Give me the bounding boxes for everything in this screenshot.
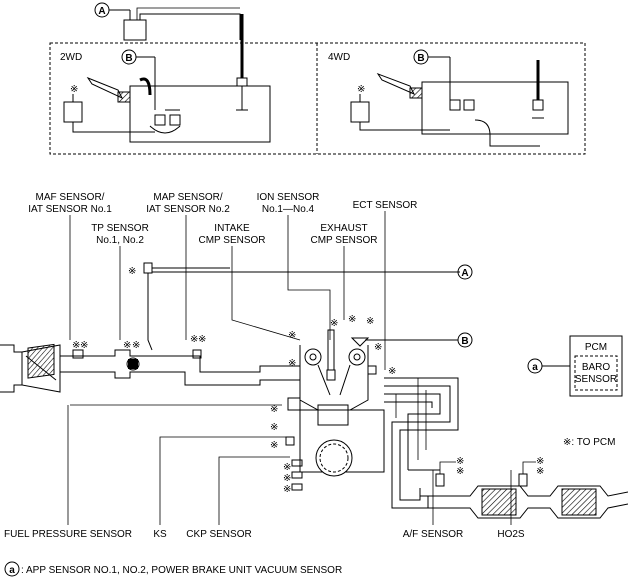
crank-pulley	[315, 439, 353, 477]
leader-lines	[67, 211, 512, 525]
intake-cmp-sensor-label: CMP SENSOR	[198, 235, 265, 246]
svg-text:※: ※	[456, 456, 464, 467]
to-pcm-legend: ※: TO PCM	[563, 437, 615, 448]
af-sensor-label: A/F SENSOR	[403, 529, 464, 540]
svg-text:※: ※	[357, 84, 365, 95]
inset-2wd-label: 2WD	[60, 52, 82, 63]
engine-assembly: ※ ※ ※ ※ ※ ※ ※ A B ※ ※ ※	[0, 262, 628, 519]
svg-text:※: ※	[283, 462, 291, 473]
inset-2wd-schematic: B ※	[63, 49, 271, 143]
inset-4wd-label: 4WD	[328, 52, 350, 63]
svg-text:※: ※	[270, 440, 278, 451]
svg-text:B: B	[461, 336, 468, 347]
svg-text:※: ※	[536, 466, 544, 477]
svg-text:※: ※	[128, 266, 136, 277]
intake-cmp-label: INTAKE	[214, 223, 250, 234]
catalyst-1	[481, 488, 517, 516]
svg-text:A: A	[461, 268, 468, 279]
map-sensor-element	[192, 349, 202, 359]
svg-text:※: ※	[366, 316, 374, 327]
svg-text:※: ※	[123, 340, 131, 351]
maf-sensor-element	[72, 349, 84, 359]
svg-text:※: ※	[348, 314, 356, 325]
inset-4wd-schematic: B ※	[350, 49, 569, 147]
svg-text:※: ※	[72, 340, 80, 351]
map-sensor-label: MAP SENSOR/	[153, 192, 222, 203]
ho2s-element	[518, 473, 528, 487]
svg-text:a: a	[9, 565, 15, 576]
svg-text:※: ※	[283, 484, 291, 495]
svg-text:※: ※	[132, 340, 140, 351]
svg-text:※: ※	[388, 366, 396, 377]
af-sensor-element	[435, 473, 445, 487]
knock-sensor-element	[285, 436, 295, 446]
footnote: a : APP SENSOR NO.1, NO.2, POWER BRAKE U…	[4, 561, 342, 577]
svg-text:A: A	[98, 6, 105, 17]
ion-sensor-label: ION SENSOR	[257, 192, 320, 203]
ks-label: KS	[153, 529, 167, 540]
pcm-box: a PCM BARO SENSOR	[527, 335, 623, 397]
svg-text:※: ※	[374, 342, 382, 353]
iat-sensor-2-label: IAT SENSOR No.2	[146, 204, 230, 215]
baro-sensor-label-1: BARO	[582, 362, 611, 373]
fuel-pressure-label: FUEL PRESSURE SENSOR	[4, 529, 132, 540]
callout-a-main	[457, 264, 473, 280]
ckp-sensor-label: CKP SENSOR	[186, 529, 251, 540]
svg-text:※: ※	[330, 318, 338, 329]
svg-text:※: ※	[70, 84, 78, 95]
exhaust-cmp-sensor-label: CMP SENSOR	[310, 235, 377, 246]
sensor-labels: MAF SENSOR/ IAT SENSOR No.1 MAP SENSOR/ …	[4, 192, 615, 540]
catalyst-2	[561, 488, 597, 516]
maf-sensor-label: MAF SENSOR/	[36, 192, 105, 203]
iat-sensor-1-label: IAT SENSOR No.1	[28, 204, 112, 215]
svg-text:※: ※	[283, 473, 291, 484]
callout-a-top: A	[94, 2, 130, 18]
baro-sensor-label-2: SENSOR	[575, 374, 617, 385]
piston	[317, 404, 349, 426]
svg-text:※: ※	[198, 334, 206, 345]
svg-text:※: ※	[536, 456, 544, 467]
exhaust-cmp-label: EXHAUST	[320, 223, 367, 234]
svg-text:B: B	[417, 53, 424, 64]
throttle-valve	[128, 359, 138, 369]
svg-text:※: ※	[288, 358, 296, 369]
tp-sensor-range-label: No.1, No.2	[96, 235, 144, 246]
ion-sensor-range-label: No.1—No.4	[262, 204, 315, 215]
svg-text:※: ※	[80, 340, 88, 351]
svg-text:※: ※	[270, 422, 278, 433]
svg-text:B: B	[125, 53, 132, 64]
svg-text:※: ※	[288, 330, 296, 341]
footnote-text: : APP SENSOR NO.1, NO.2, POWER BRAKE UNI…	[21, 565, 342, 576]
svg-text:※: ※	[190, 334, 198, 345]
ect-sensor-element	[367, 365, 377, 375]
svg-text:※: ※	[270, 404, 278, 415]
svg-text:a: a	[532, 362, 538, 373]
callout-b-main	[457, 332, 473, 348]
exhaust-cam	[348, 348, 366, 366]
svg-text:※: ※	[456, 466, 464, 477]
intake-cam	[304, 348, 322, 366]
tp-sensor-label: TP SENSOR	[91, 223, 149, 234]
top-inset-area: A 2WD 4WD B ※	[49, 2, 586, 155]
ect-sensor-label: ECT SENSOR	[353, 200, 418, 211]
pcm-title: PCM	[585, 342, 607, 353]
ho2s-label: HO2S	[497, 529, 525, 540]
fuel-pressure-element	[287, 397, 301, 411]
canister	[123, 7, 248, 111]
ckp-sensor-element	[291, 459, 303, 467]
